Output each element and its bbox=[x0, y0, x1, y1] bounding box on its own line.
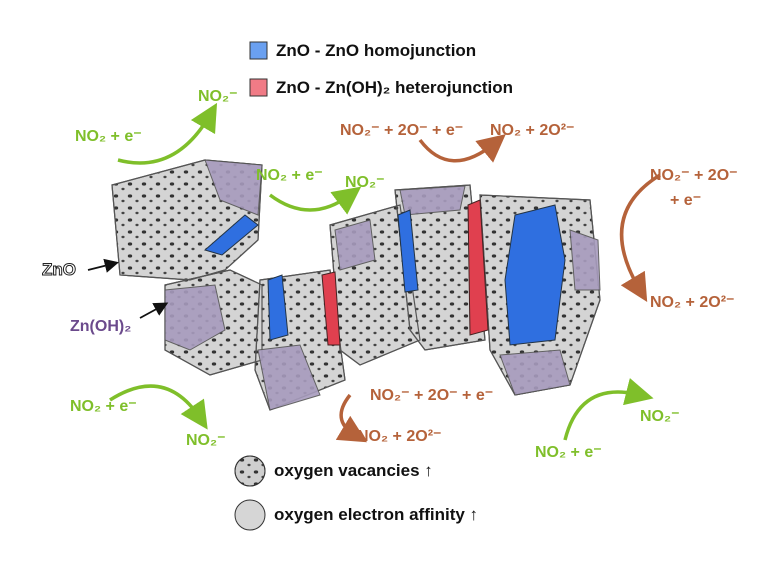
reaction-green-3-in: NO₂ + e⁻ bbox=[70, 398, 137, 415]
homojunction-regions bbox=[203, 204, 566, 346]
reaction-green-3-out: NO₂⁻ bbox=[186, 432, 226, 449]
label-arrows bbox=[87, 258, 169, 319]
znoh2-regions bbox=[164, 159, 601, 411]
label-zno: ZnO bbox=[42, 260, 77, 280]
reaction-orange-2-out: NO₂ + 2O²⁻ bbox=[650, 294, 735, 311]
reaction-orange-2-in-a: NO₂⁻ + 2O⁻ bbox=[650, 167, 738, 184]
legend-oxygen-vacancies: oxygen vacancies ↑ bbox=[274, 461, 433, 480]
label-znoh2: Zn(OH)₂ bbox=[70, 318, 132, 335]
reaction-green-4-in: NO₂ + e⁻ bbox=[535, 444, 602, 461]
reaction-green-1-out: NO₂⁻ bbox=[198, 88, 238, 105]
reaction-green-4-out: NO₂⁻ bbox=[640, 408, 680, 425]
legend-homojunction: ZnO - ZnO homojunction bbox=[276, 41, 477, 60]
reaction-orange-1-in: NO₂⁻ + 2O⁻ + e⁻ bbox=[340, 122, 464, 139]
reaction-green-2-in: NO₂ + e⁻ bbox=[256, 167, 323, 184]
legend-electron-affinity: oxygen electron affinity ↑ bbox=[274, 505, 479, 524]
legend-heterojunction: ZnO - Zn(OH)₂ heterojunction bbox=[276, 78, 514, 97]
reaction-orange-2-in-b: + e⁻ bbox=[670, 192, 702, 209]
reaction-orange-3-out: NO₂ + 2O²⁻ bbox=[357, 428, 442, 445]
reaction-green-2-out: NO₂⁻ bbox=[345, 174, 385, 191]
heterojunction-regions bbox=[321, 199, 489, 346]
reaction-green-1-in: NO₂ + e⁻ bbox=[75, 128, 142, 145]
reaction-orange-1-out: NO₂ + 2O²⁻ bbox=[490, 122, 575, 139]
reaction-arrows bbox=[109, 102, 661, 443]
reaction-orange-3-in: NO₂⁻ + 2O⁻ + e⁻ bbox=[370, 387, 494, 404]
legend-swatches bbox=[234, 41, 268, 531]
